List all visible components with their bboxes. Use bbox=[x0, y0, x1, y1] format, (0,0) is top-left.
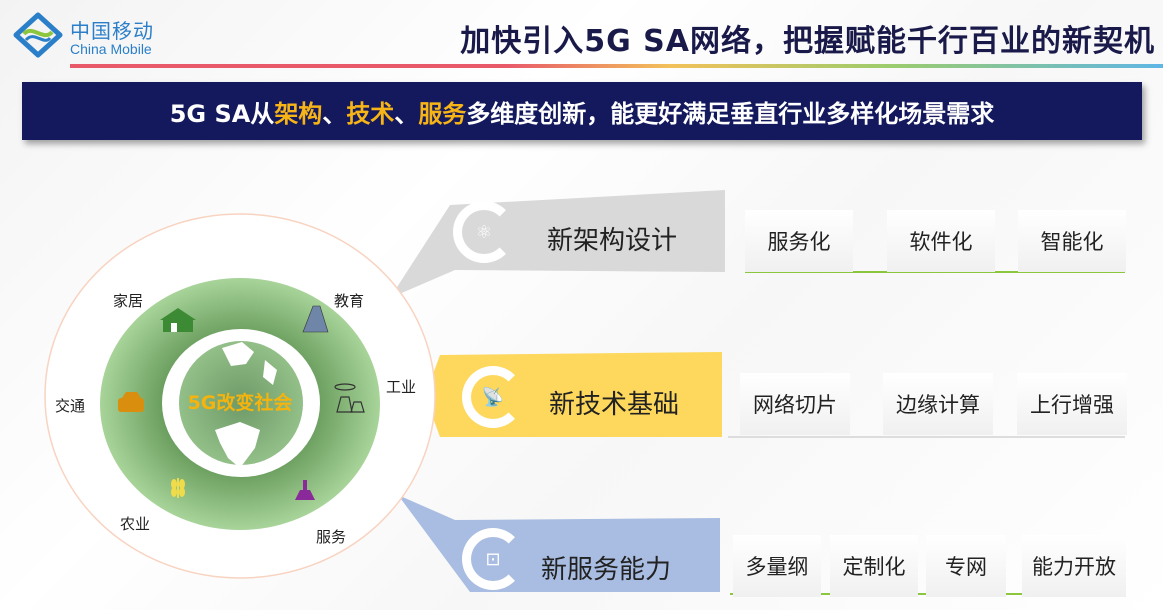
sector-label-industry: 工业 bbox=[386, 378, 417, 396]
sector-label-education: 教育 bbox=[334, 292, 365, 310]
item-intelligent: 智能化 bbox=[1018, 210, 1126, 272]
architecture-icon: ⚛ bbox=[453, 201, 515, 263]
banner-text: 、 bbox=[322, 99, 347, 128]
banner-highlight: 技术 bbox=[346, 99, 395, 128]
home-icon bbox=[160, 308, 196, 332]
page-title: 加快引入5G SA网络，把握赋能千行百业的新契机 bbox=[460, 24, 1155, 59]
item-private-network: 专网 bbox=[926, 535, 1006, 597]
banner-highlight: 服务 bbox=[418, 99, 467, 128]
sector-label-transport: 交通 bbox=[55, 397, 86, 415]
logo-cn: 中国移动 bbox=[70, 19, 154, 43]
panel-title-technology: 新技术基础 bbox=[549, 390, 680, 420]
sector-label-agriculture: 农业 bbox=[120, 515, 151, 533]
banner-text: 多维度创新，能更好满足垂直行业多样化场景需求 bbox=[466, 99, 995, 128]
service-network-icon: ⊡ bbox=[462, 528, 524, 590]
item-multi-dimension: 多量纲 bbox=[733, 535, 821, 597]
subtitle-banner: 5G SA从架构、技术、服务多维度创新，能更好满足垂直行业多样化场景需求 bbox=[22, 82, 1142, 140]
china-mobile-logo-icon bbox=[13, 12, 63, 58]
education-icon bbox=[302, 305, 329, 333]
banner-text: 、 bbox=[394, 99, 419, 128]
item-capability-exposure: 能力开放 bbox=[1022, 535, 1126, 597]
antenna-icon: 📡 bbox=[462, 366, 524, 428]
sector-label-service: 服务 bbox=[316, 528, 347, 546]
item-software: 软件化 bbox=[887, 210, 995, 272]
center-label: 5G改变社会 bbox=[187, 392, 293, 414]
banner-text: 5G SA从 bbox=[169, 99, 275, 128]
panel-title-service: 新服务能力 bbox=[541, 555, 672, 585]
car-icon bbox=[118, 392, 144, 412]
service-icon bbox=[295, 480, 315, 500]
sector-label-home: 家居 bbox=[113, 292, 144, 310]
banner-highlight: 架构 bbox=[274, 99, 323, 128]
title-divider bbox=[70, 64, 1163, 68]
logo-en: China Mobile bbox=[70, 41, 152, 57]
item-service-oriented: 服务化 bbox=[745, 210, 853, 272]
item-edge-computing: 边缘计算 bbox=[883, 373, 993, 435]
item-uplink-enhancement: 上行增强 bbox=[1017, 373, 1127, 435]
industry-icon bbox=[334, 383, 365, 413]
wheat-icon bbox=[171, 478, 185, 498]
item-customization: 定制化 bbox=[830, 535, 918, 597]
item-network-slicing: 网络切片 bbox=[740, 373, 850, 435]
panel-title-architecture: 新架构设计 bbox=[547, 226, 678, 256]
